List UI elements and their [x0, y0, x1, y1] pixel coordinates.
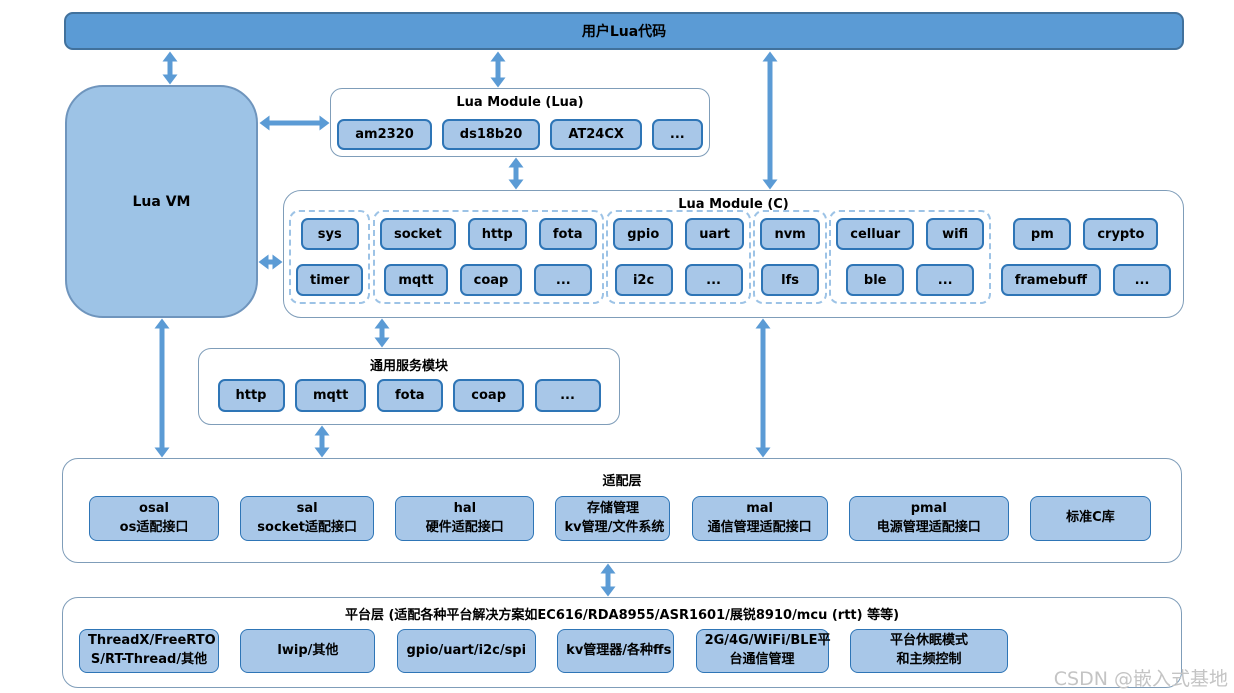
user-lua-code-label: 用户Lua代码 [581, 24, 667, 40]
module-chip: mqtt [295, 379, 367, 412]
module-chip: socket [380, 218, 456, 250]
layer-box: 平台休眠模式和主频控制 [849, 629, 1008, 673]
csdn-watermark: CSDN @嵌入式基地 [1053, 668, 1228, 690]
group-network: socket http fota mqtt coap... [373, 210, 604, 304]
module-chip: ... [1113, 264, 1171, 296]
module-chip: ds18b20 [441, 119, 541, 150]
module-chip: wifi [926, 218, 985, 250]
module-chip: uart [685, 218, 744, 250]
generic-services-chip-row: http mqtt fota coap... [199, 379, 619, 412]
module-chip-row: celluar wifi [836, 218, 985, 250]
group-peripheral: gpio uart i2c... [606, 210, 751, 304]
layer-box: kv管理器/各种ffs [557, 629, 675, 673]
module-chip: pm [1013, 218, 1072, 250]
adapter-layer-title: 适配层 [602, 474, 642, 489]
layer-box: lwip/其他 [240, 629, 376, 673]
lua-module-c-groups: sys timer socket http fota mqtt coap... gpi… [289, 210, 1178, 304]
lua-module-c-panel: Lua Module (C) sys timer socket http fota … [283, 190, 1184, 318]
module-chip: coap [459, 264, 523, 296]
group-storage: nvm lfs [753, 210, 827, 304]
lua-module-c-title: Lua Module (C) [678, 197, 789, 212]
module-chip-row: framebuff... [1000, 264, 1171, 296]
layer-box: gpio/uart/i2c/spi [396, 629, 536, 673]
module-chip: am2320 [337, 119, 432, 150]
lua-module-lua-panel: Lua Module (Lua) am2320 ds18b20 AT24CX... [330, 88, 710, 157]
lua-vm-label: Lua VM [132, 193, 191, 210]
group-wireless: celluar wifi ble... [829, 210, 992, 304]
module-chip: sys [300, 218, 359, 250]
module-chip: mqtt [384, 264, 448, 296]
module-chip: crypto [1083, 218, 1159, 250]
module-chip: gpio [613, 218, 674, 250]
group-misc: pm crypto framebuff... [994, 210, 1178, 304]
lua-module-lua-chip-row: am2320 ds18b20 AT24CX... [331, 119, 709, 150]
generic-services-title: 通用服务模块 [369, 359, 448, 374]
module-chip-row: nvm [760, 218, 820, 250]
module-chip: celluar [836, 218, 915, 250]
module-chip-row: sys [296, 218, 363, 250]
module-chip: fota [376, 379, 443, 412]
module-chip-row: pm crypto [1001, 218, 1171, 250]
lua-vm-box: Lua VM [65, 85, 258, 318]
user-lua-code-bar: 用户Lua代码 [64, 12, 1184, 50]
layer-box: 标准C库 [1029, 496, 1151, 541]
platform-layer-panel: 平台层 (适配各种平台解决方案如EC616/RDA8955/ASR1601/展锐… [62, 597, 1182, 688]
module-chip-row: lfs [760, 264, 820, 296]
module-chip: timer [296, 264, 364, 296]
module-chip: ble [846, 264, 905, 296]
module-chip-row: mqtt coap... [380, 264, 597, 296]
layer-box: 2G/4G/WiFi/BLE平台通信管理 [695, 629, 830, 673]
module-chip: i2c [614, 264, 673, 296]
module-chip: AT24CX [550, 119, 642, 150]
module-chip: fota [538, 218, 597, 250]
module-chip-row: socket http fota [380, 218, 597, 250]
module-chip-row: timer [296, 264, 364, 296]
module-chip: ... [534, 379, 601, 412]
module-chip-row: ble... [836, 264, 984, 296]
module-chip: http [217, 379, 285, 412]
generic-services-panel: 通用服务模块 http mqtt fota coap... [198, 348, 620, 425]
platform-layer-title: 平台层 (适配各种平台解决方案如EC616/RDA8955/ASR1601/展锐… [344, 608, 900, 623]
module-chip: ... [651, 119, 703, 150]
module-chip: lfs [761, 264, 820, 296]
module-chip: ... [916, 264, 975, 296]
module-chip: ... [684, 264, 743, 296]
module-chip: nvm [760, 218, 820, 250]
group-sys-timer: sys timer [289, 210, 371, 304]
module-chip: ... [534, 264, 593, 296]
module-chip: http [467, 218, 527, 250]
module-chip: framebuff [1000, 264, 1101, 296]
module-chip-row: gpio uart [613, 218, 744, 250]
module-chip-row: i2c... [613, 264, 744, 296]
module-chip: coap [453, 379, 524, 412]
lua-module-lua-title: Lua Module (Lua) [456, 95, 584, 110]
